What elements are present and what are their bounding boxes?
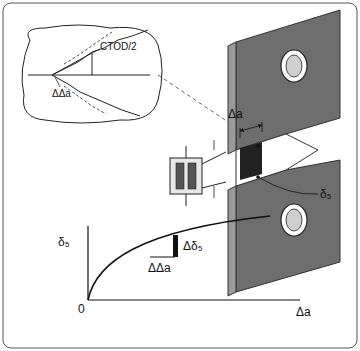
ctod-line [52,53,92,75]
frame [3,3,357,348]
gauge-wire [214,140,215,150]
dimension-tick [262,122,263,132]
origin-label: 0 [78,303,85,315]
dimension-tick [240,128,241,138]
gauge-arm [202,152,226,164]
leader-line [55,77,60,87]
zoom-bubble [22,25,162,123]
leader-line [92,49,100,53]
pin [286,209,302,231]
crack-plane [28,75,150,76]
delta-step [150,257,175,258]
delta-label: Δδ₅ [183,240,203,252]
gauge-point [256,144,260,148]
gauge-wire [186,194,187,206]
crack-face [52,75,140,116]
crack-growth-label: ΔΔa [52,89,71,99]
dimension-label: Δa [228,108,243,120]
gauge-wire [186,146,187,158]
fatigue-crack [240,142,262,180]
gauge-label: δ₅ [320,188,332,200]
leader-line [258,177,318,194]
pin-hole [281,50,307,82]
specimen-upper [236,10,340,150]
specimen-side [228,42,236,154]
resistance-curve [88,216,270,300]
delta-bar [173,235,178,257]
clip-gauge [170,158,202,194]
clip-gauge [188,163,196,189]
clip-gauge [176,163,184,189]
delta-label: ΔΔa [148,262,171,274]
pin-hole [281,204,307,236]
axis-label: Δa [296,306,311,318]
axis-label: δ₅ [58,236,70,248]
crack [236,134,318,186]
ctod-label: CTOD/2 [100,42,137,52]
gauge-wire [214,186,215,198]
ctod-line [92,53,93,75]
dimension-line [240,125,262,131]
pin [286,55,302,77]
x-axis [88,299,300,300]
y-axis [87,226,88,300]
crack-face [52,30,148,75]
specimen-side [228,186,236,296]
